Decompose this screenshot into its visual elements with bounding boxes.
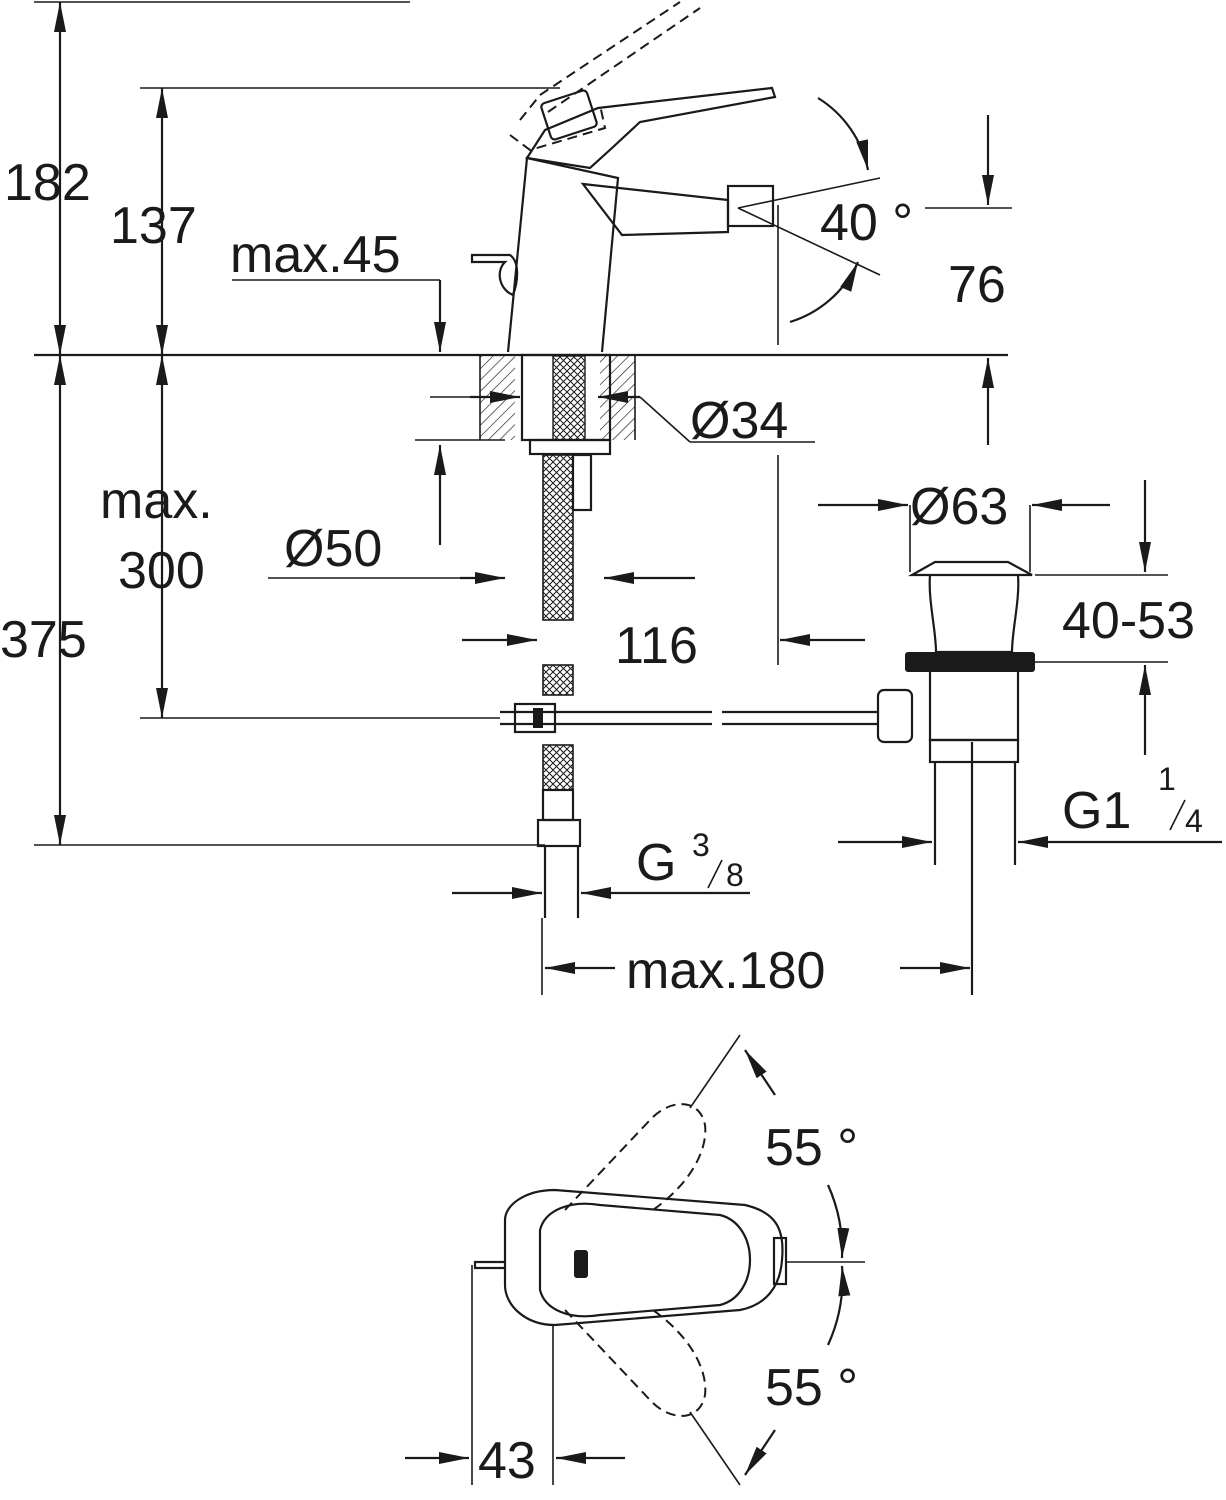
label-g-num: 3 [692,827,710,863]
lever-right-dashed [564,1307,707,1417]
supply-hose-mid [542,664,574,696]
label-g1: G1 [1062,782,1131,840]
deck-section-right [600,355,635,440]
lever-indicator [574,1250,588,1278]
spout-tip-top [772,1236,788,1286]
label-40deg: 40 ° [820,194,913,252]
deck-section-left [480,355,515,440]
label-137: 137 [110,197,197,255]
label-375: 375 [0,611,87,669]
dimension-labels: 182 137 max.45 40 ° 76 Ø34 max. 300 375 … [0,154,1203,1490]
label-max: max. [100,472,213,530]
popup-knob-top [473,1260,505,1270]
label-55-top: 55 ° [765,1119,858,1177]
label-d63: Ø63 [910,478,1008,536]
label-g1-den: 4 [1185,803,1203,839]
label-4053: 40-53 [1062,592,1195,650]
angle-ray-top [689,1034,741,1109]
lever-left-dashed [564,1103,707,1213]
angle55-bottom-arrow [744,1429,776,1476]
label-g-den: 8 [726,857,744,893]
label-g1-num: 1 [1158,761,1176,797]
waste-cap [907,560,1033,577]
waste-lower [928,672,1020,742]
label-max180: max.180 [626,942,825,1000]
label-d34: Ø34 [690,392,788,450]
g114-frac-bar [1169,799,1186,831]
hose-connector [541,788,575,822]
label-d50: Ø50 [284,520,382,578]
faucet-spout [580,182,730,237]
waste-body [928,574,1020,654]
rod-clamp [513,702,557,734]
top-view [405,1034,865,1486]
top-view-body [503,1188,784,1327]
supply-hose-upper [542,454,574,621]
faucet-body [506,156,620,353]
shank-threads [552,355,586,441]
label-g: G [636,834,676,892]
lever-raised-dashed [509,1,701,152]
angle55-arc-bottom [826,1265,851,1346]
rod-nut [876,688,914,744]
supply-hose-lower [542,744,574,791]
label-76: 76 [948,256,1006,314]
lever-hub [540,89,598,141]
label-55-bottom: 55 ° [765,1359,858,1417]
angle-arc-up [817,97,870,171]
label-43: 43 [478,1432,536,1490]
angle-ray-up [737,177,881,209]
side-view [34,1,1222,995]
top-view-lever [538,1202,751,1318]
g38-frac-bar [707,859,723,889]
label-300: 300 [118,542,205,600]
hose-fitting [571,453,593,512]
hose-nut [536,818,582,848]
angle55-arc-top [826,1184,850,1259]
popup-knob [470,253,519,297]
label-max45: max.45 [230,226,401,284]
lever-handle [525,86,777,170]
mount-nut [528,438,612,456]
spout-aerator [726,184,775,228]
waste-outlet [928,738,1020,764]
d34-leader [639,396,691,443]
angle-ray-bottom [689,1411,741,1486]
angle55-top-arrow [744,1049,776,1096]
rod-clamp-screw [533,708,543,728]
label-182: 182 [4,154,91,212]
waste-flange [905,652,1035,672]
angle-arc-down [789,261,860,324]
label-116: 116 [615,617,698,675]
